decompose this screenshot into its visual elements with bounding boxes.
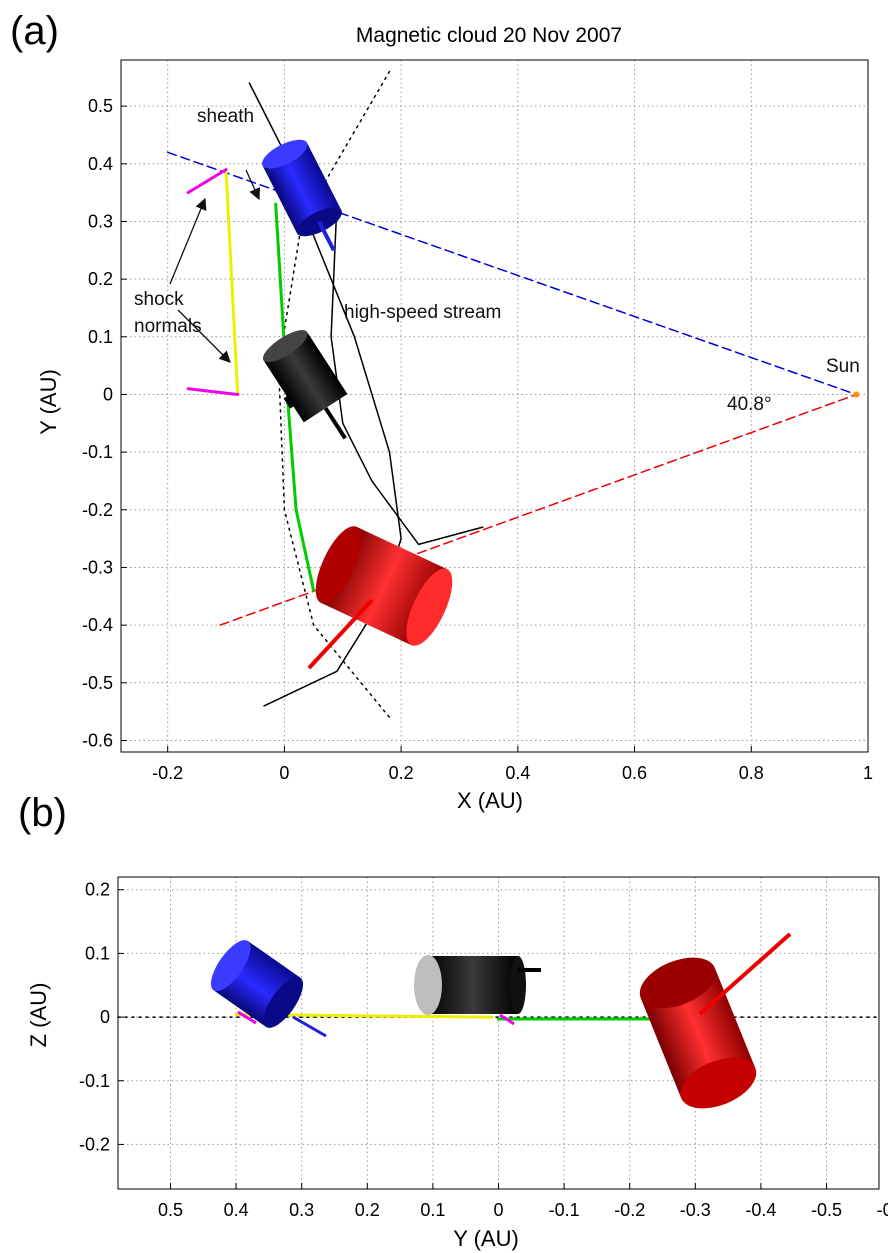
- sheath-arrow: [245, 169, 261, 201]
- a-x-tick-label: 1: [863, 763, 873, 783]
- panel-label-b: (b): [18, 791, 67, 835]
- a-x-ticks: -0.2 0 0.2 0.4 0.6 0.8 1: [152, 746, 873, 783]
- panel-label-a: (a): [10, 9, 59, 53]
- a-y-tick-label: 0: [103, 384, 113, 404]
- a-y-tick-label: -0.1: [82, 442, 113, 462]
- a-line-dotted-front: [277, 70, 391, 719]
- panel-b: 0.5 0.4 0.3 0.2 0.1 0 -0.1 -0.2 -0.3 -0.4 -0.5 -0.6…: [26, 876, 888, 1251]
- a-y-tick-label: 0.2: [88, 269, 113, 289]
- chart-title: Magnetic cloud 20 Nov 2007: [356, 24, 622, 47]
- b-blue-axis: [292, 1015, 327, 1038]
- shock-normals-label-line1: shock: [134, 289, 184, 310]
- a-x-tick-label: -0.2: [152, 763, 183, 783]
- a-black-cylinder: [262, 330, 348, 440]
- sheath-label: sheath: [197, 106, 254, 127]
- angle-label: 40.8°: [727, 394, 772, 415]
- a-x-tick-label: 0.6: [622, 763, 647, 783]
- b-lines: [117, 1013, 880, 1021]
- a-line-magenta-normal-bottom: [186, 387, 240, 396]
- b-red-cylinder: [639, 957, 757, 1109]
- a-red-axis: [307, 598, 374, 670]
- a-y-tick-label: -0.3: [82, 557, 113, 577]
- b-y-ticks: 0.2 0.1 0 -0.1 -0.2: [79, 880, 124, 1154]
- a-line-stream-boundary-2: [330, 203, 484, 546]
- b-x-ticks: 0.5 0.4 0.3 0.2 0.1 0 -0.1 -0.2 -0.3 -0.4 -0.5 -0.6: [158, 1183, 888, 1220]
- b-y-tick-label: -0.2: [79, 1134, 110, 1154]
- a-y-tick-label: -0.5: [82, 673, 113, 693]
- a-x-tick-label: 0.8: [739, 763, 764, 783]
- a-plot-frame: [120, 59, 869, 753]
- shock-arrow-top: [169, 197, 207, 285]
- a-y-tick-label: -0.2: [82, 500, 113, 520]
- a-line-magenta-normal-top: [186, 168, 228, 195]
- a-y-tick-label: -0.6: [82, 730, 113, 750]
- high-speed-stream-label: high-speed stream: [344, 302, 501, 323]
- b-magenta-normal: [499, 1013, 515, 1026]
- a-x-tick-label: 0: [279, 763, 289, 783]
- shock-arrow-bottom: [177, 309, 231, 363]
- b-x-tick-label: 0: [493, 1200, 503, 1220]
- a-line-green-sheath: [274, 202, 316, 592]
- a-y-tick-label: -0.4: [82, 615, 113, 635]
- b-y-tick-label: 0: [100, 1007, 110, 1027]
- b-x-tick-label: -0.5: [811, 1200, 842, 1220]
- b-x-axis-label: Y (AU): [453, 1226, 519, 1251]
- sun-label: Sun: [826, 356, 860, 377]
- b-x-tick-label: 0.1: [420, 1200, 445, 1220]
- a-red-cylinder: [315, 526, 453, 646]
- b-x-tick-label: 0.2: [355, 1200, 380, 1220]
- b-black-cylinder: [414, 955, 541, 1015]
- a-x-axis-label: X (AU): [457, 788, 523, 813]
- b-magenta-normal-left: [237, 1010, 257, 1025]
- b-x-tick-label: -0.3: [680, 1200, 711, 1220]
- a-y-ticks: 0.5 0.4 0.3 0.2 0.1 0 -0.1 -0.2 -0.3 -0.4 -0.5 -0.6: [82, 96, 127, 750]
- b-x-tick-label: -0.6: [877, 1200, 888, 1220]
- b-plot-frame: [117, 876, 880, 1190]
- a-y-tick-label: 0.1: [88, 327, 113, 347]
- a-x-tick-label: 0.2: [389, 763, 414, 783]
- a-blue-cylinder: [262, 139, 342, 252]
- a-y-tick-label: 0.3: [88, 211, 113, 231]
- b-x-tick-label: 0.5: [158, 1200, 183, 1220]
- b-red-axis: [698, 932, 792, 1016]
- b-x-tick-label: 0.3: [289, 1200, 314, 1220]
- a-line-yellow-shock: [224, 168, 240, 396]
- b-y-tick-label: -0.1: [79, 1071, 110, 1091]
- b-x-tick-label: -0.4: [745, 1200, 776, 1220]
- b-blue-cylinder: [210, 940, 304, 1028]
- b-x-tick-label: 0.4: [224, 1200, 249, 1220]
- shock-normals-label-line2: normals: [134, 316, 202, 337]
- a-y-tick-label: 0.4: [88, 154, 113, 174]
- sun-marker: [853, 391, 860, 398]
- b-y-axis-label: Z (AU): [26, 983, 51, 1048]
- a-y-tick-label: 0.5: [88, 96, 113, 116]
- a-x-tick-label: 0.4: [505, 763, 530, 783]
- b-y-tick-label: 0.2: [85, 880, 110, 900]
- a-y-axis-label: Y (AU): [36, 369, 61, 435]
- b-x-tick-label: -0.1: [549, 1200, 580, 1220]
- b-y-tick-label: 0.1: [85, 943, 110, 963]
- b-grid: [118, 877, 879, 1189]
- b-x-tick-label: -0.2: [614, 1200, 645, 1220]
